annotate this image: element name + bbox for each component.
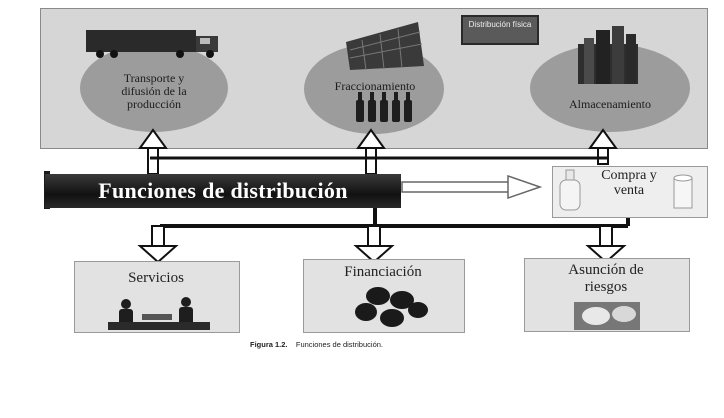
silos-icon — [578, 26, 638, 84]
up-arrow-center — [356, 128, 386, 175]
distribution-functions-banner: Funciones de distribución — [45, 174, 401, 208]
down-arrow-left — [137, 225, 179, 264]
bottles-icon — [356, 92, 412, 122]
up-arrow-right — [588, 128, 618, 165]
right-arrow-compra — [401, 174, 543, 200]
transport-label: Transporte y difusión de la producción — [121, 71, 187, 111]
physical-distribution-badge: Distribución física — [461, 15, 539, 45]
truck-icon — [86, 30, 218, 58]
figure-caption-text: Funciones de distribución. — [295, 340, 383, 349]
asuncion-box — [524, 258, 690, 332]
asuncion-label: Asunción de riesgos — [568, 262, 644, 295]
compra-venta-label: Compra y venta — [601, 168, 657, 198]
figure-number: Figura 1.2. — [250, 340, 288, 349]
servicios-box — [74, 261, 240, 333]
warehouse-rack-icon — [346, 22, 424, 71]
storage-label: Almacenamiento — [569, 97, 651, 111]
financiacion-label: Financiación — [344, 264, 422, 280]
down-arrow-right — [585, 225, 627, 264]
servicios-label: Servicios — [128, 270, 184, 286]
transport-circle — [80, 44, 228, 132]
down-arrow-center — [353, 225, 395, 264]
up-arrow-left — [138, 128, 168, 175]
fraction-label: Fraccionamiento — [334, 79, 416, 93]
figure-caption: Figura 1.2. Funciones de distribución. — [250, 340, 383, 349]
